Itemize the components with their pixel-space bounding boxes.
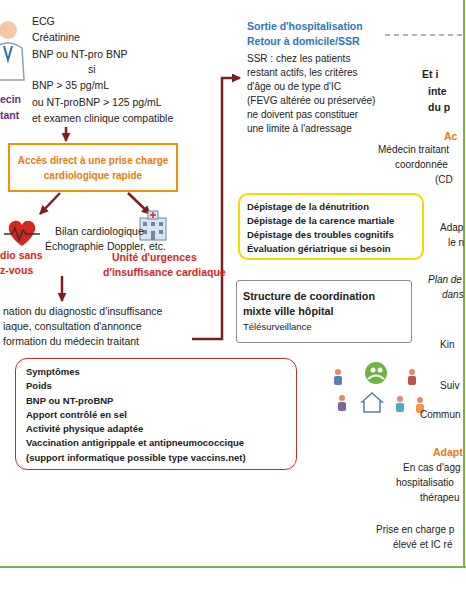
text-label: Retour à domicile/SSR bbox=[247, 35, 360, 48]
doctor-icon bbox=[0, 21, 24, 80]
text-label: tant bbox=[0, 109, 19, 122]
text-label: thérapeu bbox=[420, 491, 459, 504]
frame-line bbox=[463, 0, 465, 567]
box-text: Structure de coordination mixte ville hô… bbox=[243, 289, 405, 319]
box-text: Poids bbox=[26, 379, 288, 393]
followup-box: SymptômesPoidsBNP ou NT-proBNPApport con… bbox=[15, 358, 297, 470]
text-label: Créatinine bbox=[32, 31, 80, 44]
text-label: Adapt bbox=[433, 446, 463, 459]
process-box: Accès direct à une prise charge cardiolo… bbox=[8, 143, 178, 192]
hospital-icon bbox=[140, 211, 166, 240]
text-label: et examen clinique compatible bbox=[32, 112, 173, 125]
frame-line bbox=[0, 566, 466, 568]
box-text: Évaluation gériatrique si besoin bbox=[247, 242, 415, 256]
text-label: nation du diagnostic d'insuffisance bbox=[3, 305, 162, 318]
screening-box: Dépistage de la dénutritionDépistage de … bbox=[238, 193, 424, 260]
box-text: Apport contrôlé en sel bbox=[26, 408, 288, 422]
text-label: Médecin traitant bbox=[378, 143, 449, 156]
text-label: z-vous bbox=[0, 264, 33, 277]
flow-arrow bbox=[128, 193, 150, 214]
text-label: restant actifs, les critères bbox=[247, 66, 358, 79]
text-label: Plan de bbox=[428, 273, 462, 286]
text-label: le n bbox=[448, 236, 464, 249]
text-label: iaque, consultation d'annonce bbox=[3, 320, 142, 333]
text-label: (FEVG altérée ou préservée) bbox=[247, 94, 375, 107]
box-text: Symptômes bbox=[26, 365, 288, 379]
text-label: Commun bbox=[420, 408, 461, 421]
box-text: Dépistage des troubles cognitifs bbox=[247, 228, 415, 242]
text-label: (CD bbox=[435, 173, 453, 186]
text-label: hospitalisatio bbox=[396, 476, 454, 489]
text-label: du p bbox=[428, 101, 450, 114]
box-text: Vaccination antigrippale et antipneumoco… bbox=[26, 436, 288, 450]
text-label: élevé et IC ré bbox=[393, 538, 452, 551]
text-label: d'insuffisance cardiaque bbox=[103, 266, 226, 279]
text-label: Kin bbox=[440, 338, 454, 351]
text-label: Ac bbox=[444, 130, 457, 143]
flow-arrow bbox=[61, 276, 64, 301]
box-text: Télésurveillance bbox=[243, 319, 405, 334]
text-label: Suiv bbox=[440, 379, 459, 392]
flow-arrow bbox=[65, 127, 68, 141]
box-text: Dépistage de la carence martiale bbox=[247, 214, 415, 228]
text-label: si bbox=[88, 63, 96, 76]
text-label: dio sans bbox=[0, 249, 43, 262]
people-icons bbox=[334, 362, 424, 413]
box-text: Dépistage de la dénutrition bbox=[247, 200, 415, 214]
text-label: ECG bbox=[32, 15, 55, 28]
heart-icon bbox=[4, 221, 40, 246]
text-label: Prise en charge p bbox=[376, 523, 454, 536]
text-label: Adap bbox=[440, 221, 463, 234]
box-text: (support informatique possible type vacc… bbox=[26, 451, 288, 465]
box-text: BNP ou NT-proBNP bbox=[26, 394, 288, 408]
text-label: coordonnée bbox=[395, 158, 448, 171]
text-label: inte bbox=[428, 85, 447, 98]
text-label: Unité d'urgences bbox=[112, 251, 197, 264]
text-label: Bilan cardiologique bbox=[55, 225, 144, 238]
text-label: dans bbox=[442, 288, 464, 301]
text-label: ne doivent pas constituer bbox=[247, 108, 358, 121]
text-label: ecin bbox=[0, 93, 21, 106]
text-label: BNP ou NT-pro BNP bbox=[32, 48, 128, 61]
flow-arrow bbox=[192, 78, 240, 339]
text-label: SSR : chez les patients bbox=[247, 52, 350, 65]
text-label: d'âge ou de type d'IC bbox=[247, 80, 341, 93]
coordination-box: Structure de coordination mixte ville hô… bbox=[236, 280, 412, 343]
text-label: ou NT-proBNP > 125 pg/mL bbox=[32, 96, 162, 109]
text-label: En cas d'agg bbox=[403, 461, 461, 474]
text-label: formation du médecin traitant bbox=[3, 335, 139, 348]
text-label: une limite à l'adressage bbox=[247, 122, 352, 135]
flow-arrow bbox=[40, 193, 60, 214]
box-text: Activité physique adaptée bbox=[26, 422, 288, 436]
dashed-line bbox=[385, 34, 462, 36]
text-label: Sortie d'hospitalisation bbox=[247, 20, 363, 33]
text-label: BNP > 35 pg/mL bbox=[32, 79, 109, 92]
box-text: Accès direct à une prise charge cardiolo… bbox=[12, 153, 174, 183]
text-label: Et i bbox=[422, 68, 438, 81]
